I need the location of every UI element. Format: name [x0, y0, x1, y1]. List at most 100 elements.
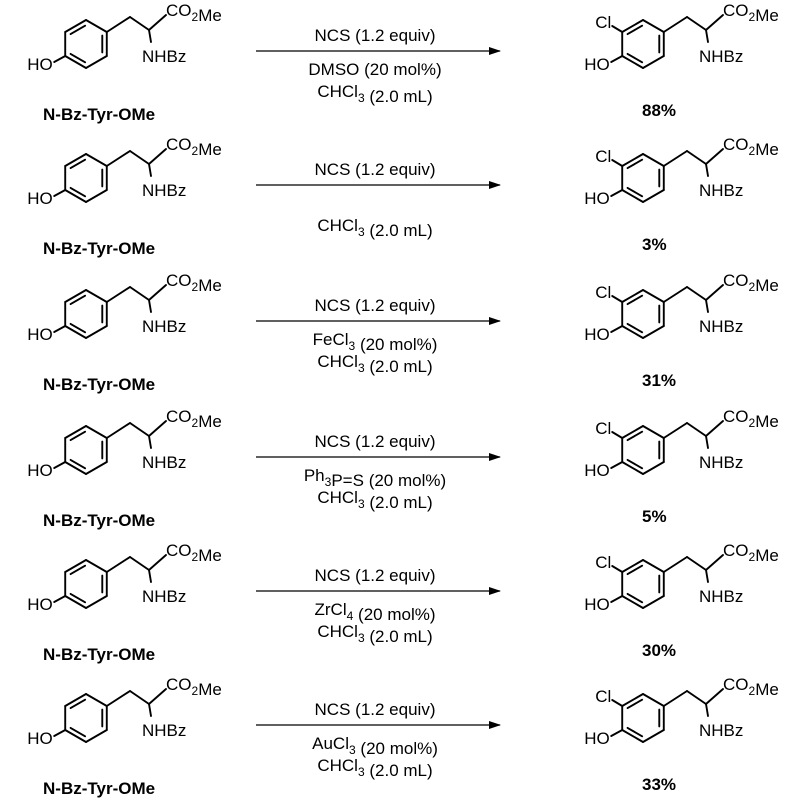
catalyst-label: Ph3P=S (20 mol%)	[304, 466, 446, 490]
bond	[64, 425, 87, 439]
bond	[148, 688, 167, 705]
bond	[642, 461, 665, 475]
reagent-label: NCS (1.2 equiv)	[315, 160, 436, 179]
bond	[626, 592, 644, 604]
bond	[705, 148, 724, 165]
chlorine-label: Cl	[595, 13, 611, 32]
bond	[85, 325, 108, 339]
bond	[64, 325, 87, 339]
bond	[611, 699, 624, 707]
bond	[129, 556, 150, 571]
bond	[642, 693, 665, 707]
bond	[64, 55, 87, 69]
hydroxy-label: HO	[584, 189, 610, 208]
ester-label: CO2Me	[166, 1, 222, 25]
solvent-label: CHCl3 (2.0 mL)	[317, 756, 432, 780]
bond	[69, 294, 87, 306]
amide-label: NHBz	[699, 587, 743, 606]
bond	[85, 153, 108, 167]
bond	[85, 19, 108, 33]
bond	[85, 425, 108, 439]
amide-label: NHBz	[142, 181, 186, 200]
bond	[621, 693, 644, 707]
ester-label: CO2Me	[723, 407, 779, 431]
bond	[686, 286, 707, 301]
ester-label: CO2Me	[723, 271, 779, 295]
bond	[611, 565, 624, 573]
amide-label: NHBz	[699, 721, 743, 740]
chlorine-label: Cl	[595, 553, 611, 572]
bond	[642, 425, 665, 439]
bond	[662, 286, 688, 303]
amide-label: NHBz	[699, 181, 743, 200]
bond	[148, 14, 167, 31]
bond	[686, 690, 707, 705]
bond	[686, 556, 707, 571]
bond	[148, 299, 152, 313]
bond	[85, 559, 108, 573]
bond	[705, 703, 709, 717]
compound-name: N-Bz-Tyr-OMe	[43, 645, 155, 664]
bond	[64, 595, 87, 609]
reagent-label: NCS (1.2 equiv)	[315, 566, 436, 585]
bond	[626, 158, 644, 170]
compound-name: N-Bz-Tyr-OMe	[43, 105, 155, 124]
hydroxy-label: HO	[27, 595, 53, 614]
ester-label: CO2Me	[723, 1, 779, 25]
bond	[621, 19, 644, 33]
bond	[686, 16, 707, 31]
bond	[705, 163, 709, 177]
bond	[85, 189, 108, 203]
bond	[705, 420, 724, 437]
bond	[53, 595, 67, 603]
ester-label: CO2Me	[723, 675, 779, 699]
amide-label: NHBz	[699, 47, 743, 66]
bond	[105, 286, 131, 303]
bond	[64, 19, 87, 33]
hydroxy-label: HO	[27, 729, 53, 748]
amide-label: NHBz	[699, 453, 743, 472]
bond	[626, 458, 644, 470]
bond	[626, 726, 644, 738]
hydroxy-label: HO	[27, 55, 53, 74]
bond	[705, 435, 709, 449]
bond	[626, 52, 644, 64]
compound-name: N-Bz-Tyr-OMe	[43, 779, 155, 798]
bond	[85, 729, 108, 743]
chlorine-label: Cl	[595, 419, 611, 438]
bond	[148, 435, 152, 449]
yield-label: 5%	[642, 507, 667, 526]
catalyst-label: ZrCl4 (20 mol%)	[314, 600, 435, 624]
amide-label: NHBz	[699, 317, 743, 336]
solvent-label: CHCl3 (2.0 mL)	[317, 352, 432, 376]
solvent-label: CHCl3 (2.0 mL)	[317, 82, 432, 106]
hydroxy-label: HO	[584, 729, 610, 748]
compound-name: N-Bz-Tyr-OMe	[43, 375, 155, 394]
bond	[621, 461, 644, 475]
bond	[148, 569, 152, 583]
bond	[105, 422, 131, 439]
bond	[626, 322, 644, 334]
yield-label: 30%	[642, 641, 676, 660]
bond	[705, 569, 709, 583]
hydroxy-label: HO	[27, 325, 53, 344]
bond	[69, 24, 87, 36]
hydroxy-label: HO	[584, 55, 610, 74]
bond	[148, 148, 167, 165]
bond	[148, 284, 167, 301]
bond	[53, 325, 67, 333]
bond	[85, 55, 108, 69]
bond	[642, 729, 665, 743]
bond	[69, 458, 87, 470]
bond	[69, 186, 87, 198]
